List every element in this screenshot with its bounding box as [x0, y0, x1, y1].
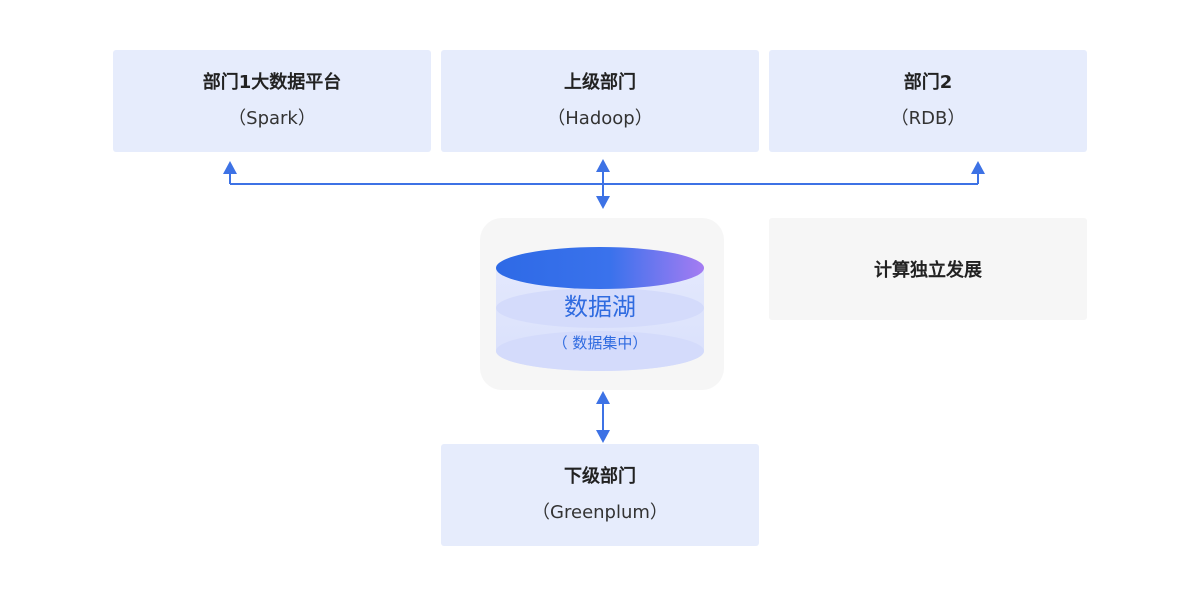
- node-independent-title: 计算独立发展: [874, 260, 982, 281]
- node-dept2-title: 部门2: [903, 72, 953, 93]
- node-independent-compute: 计算独立发展: [769, 218, 1087, 320]
- arrow-up-icon: [596, 159, 610, 172]
- arrow-down-icon: [596, 430, 610, 443]
- data-lake-cylinder-icon: [496, 247, 704, 371]
- arrow-up-icon: [596, 391, 610, 404]
- data-lake-subtitle: （ 数据集中）: [552, 334, 648, 352]
- node-upper-title: 上级部门: [564, 72, 636, 93]
- node-dept2-rdb: 部门2 （RDB）: [769, 50, 1087, 152]
- node-lower-greenplum: 下级部门 （Greenplum）: [441, 444, 759, 546]
- arrow-down-icon: [596, 196, 610, 209]
- node-upper-hadoop: 上级部门 （Hadoop）: [441, 50, 759, 152]
- node-lower-title: 下级部门: [564, 466, 636, 487]
- arrow-up-icon: [223, 161, 237, 174]
- node-upper-sub: （Hadoop）: [547, 108, 653, 129]
- node-lower-sub: （Greenplum）: [532, 502, 668, 523]
- node-dept1-spark: 部门1大数据平台 （Spark）: [113, 50, 431, 152]
- arrow-up-icon: [971, 161, 985, 174]
- node-dept2-sub: （RDB）: [890, 108, 966, 129]
- node-dept1-title: 部门1大数据平台: [202, 72, 342, 93]
- data-lake-title: 数据湖: [564, 293, 636, 321]
- node-dept1-sub: （Spark）: [228, 108, 316, 129]
